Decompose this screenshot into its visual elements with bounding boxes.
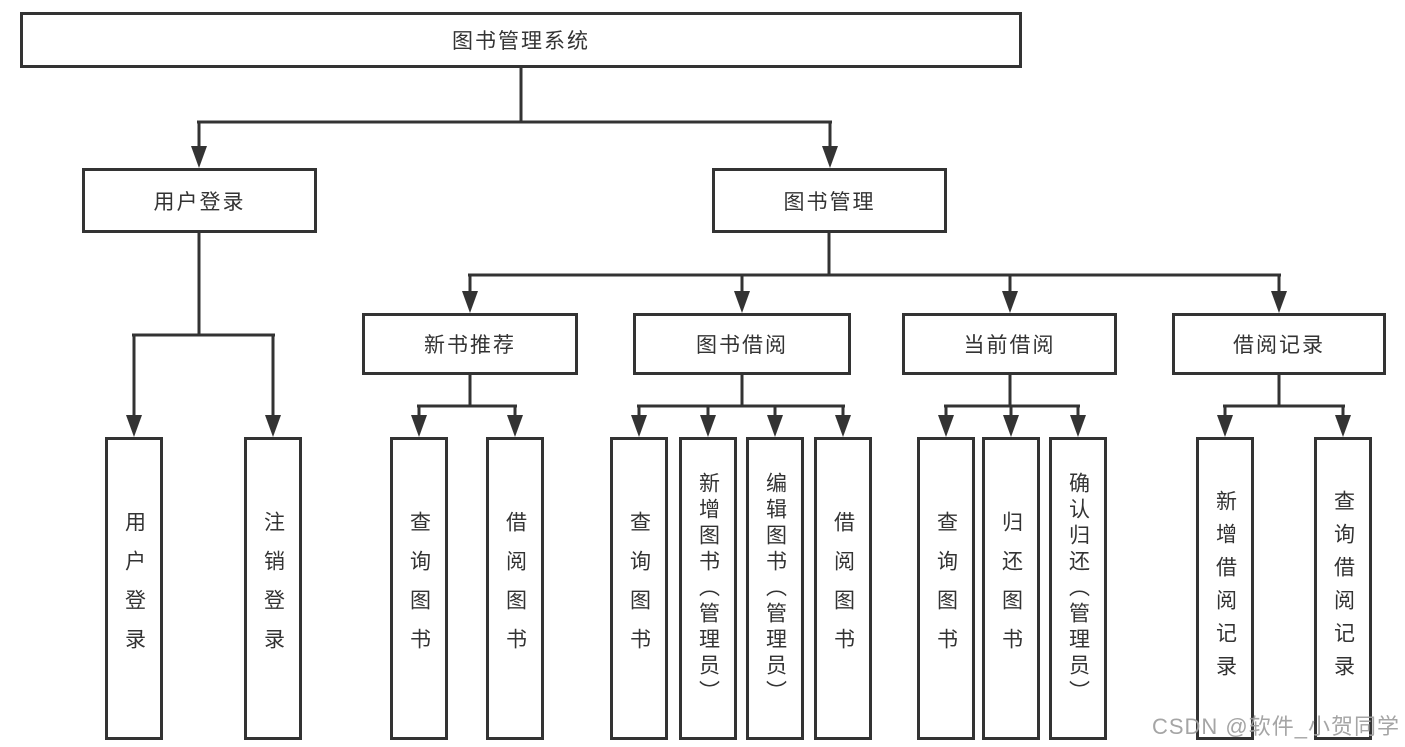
connector-user-login-children bbox=[132, 233, 275, 418]
connector-book-management-children bbox=[468, 233, 1281, 294]
leaf-add-borrow-record-label: 新增借阅记录 bbox=[1213, 489, 1237, 688]
node-new-book-recommend-label: 新书推荐 bbox=[424, 334, 516, 357]
leaf-add-book-admin: 新增图书（管理员） bbox=[679, 437, 737, 740]
leaf-borrow-book-recommend-label: 借阅图书 bbox=[503, 510, 527, 667]
leaf-confirm-return-admin: 确认归还（管理员） bbox=[1049, 437, 1107, 740]
node-root: 图书管理系统 bbox=[20, 12, 1022, 68]
node-current-borrow-label: 当前借阅 bbox=[963, 334, 1056, 357]
leaf-borrow-book: 借阅图书 bbox=[814, 437, 872, 740]
node-new-book-recommend: 新书推荐 bbox=[362, 313, 578, 375]
leaf-return-book: 归还图书 bbox=[982, 437, 1040, 740]
csdn-watermark: CSDN @软件_小贺同学 bbox=[1151, 714, 1400, 739]
leaf-borrow-book-recommend: 借阅图书 bbox=[486, 437, 544, 740]
leaf-query-book-current: 查询图书 bbox=[917, 437, 975, 740]
leaf-edit-book-admin-label: 编辑图书（管理员） bbox=[763, 471, 787, 706]
node-borrow-records-label: 借阅记录 bbox=[1233, 334, 1325, 357]
node-user-login-label: 用户登录 bbox=[153, 190, 246, 214]
arrowheads bbox=[126, 146, 1351, 437]
leaf-logout-login-label: 注销登录 bbox=[261, 510, 285, 667]
node-book-borrow: 图书借阅 bbox=[633, 313, 851, 375]
connector-current-borrow-children bbox=[944, 375, 1080, 418]
leaf-return-book-label: 归还图书 bbox=[999, 510, 1023, 667]
leaf-query-book-recommend: 查询图书 bbox=[390, 437, 448, 740]
leaf-add-borrow-record: 新增借阅记录 bbox=[1196, 437, 1254, 740]
leaf-logout-login: 注销登录 bbox=[244, 437, 302, 740]
node-book-borrow-label: 图书借阅 bbox=[696, 334, 788, 357]
leaf-borrow-book-label: 借阅图书 bbox=[831, 510, 855, 667]
leaf-query-book-recommend-label: 查询图书 bbox=[407, 510, 431, 667]
node-current-borrow: 当前借阅 bbox=[902, 313, 1117, 375]
leaf-query-book-current-label: 查询图书 bbox=[934, 510, 958, 667]
connector-borrow-record-children bbox=[1223, 375, 1345, 418]
leaf-query-borrow-record-label: 查询借阅记录 bbox=[1331, 489, 1355, 688]
node-book-management: 图书管理 bbox=[712, 168, 947, 233]
node-book-management-label: 图书管理 bbox=[783, 190, 876, 214]
leaf-confirm-return-admin-label: 确认归还（管理员） bbox=[1066, 471, 1090, 706]
leaf-user-login-label: 用户登录 bbox=[122, 510, 146, 667]
leaf-edit-book-admin: 编辑图书（管理员） bbox=[746, 437, 804, 740]
connector-root-to-level2 bbox=[197, 68, 832, 150]
leaf-query-borrow-record: 查询借阅记录 bbox=[1314, 437, 1372, 740]
node-borrow-records: 借阅记录 bbox=[1172, 313, 1386, 375]
leaf-query-book-borrow: 查询图书 bbox=[610, 437, 668, 740]
node-user-login: 用户登录 bbox=[82, 168, 317, 233]
leaf-add-book-admin-label: 新增图书（管理员） bbox=[696, 471, 720, 706]
connector-book-borrow-children bbox=[637, 375, 845, 418]
connector-new-book-children bbox=[417, 375, 517, 418]
leaf-query-book-borrow-label: 查询图书 bbox=[627, 510, 651, 667]
leaf-user-login: 用户登录 bbox=[105, 437, 163, 740]
node-root-label: 图书管理系统 bbox=[452, 30, 590, 53]
